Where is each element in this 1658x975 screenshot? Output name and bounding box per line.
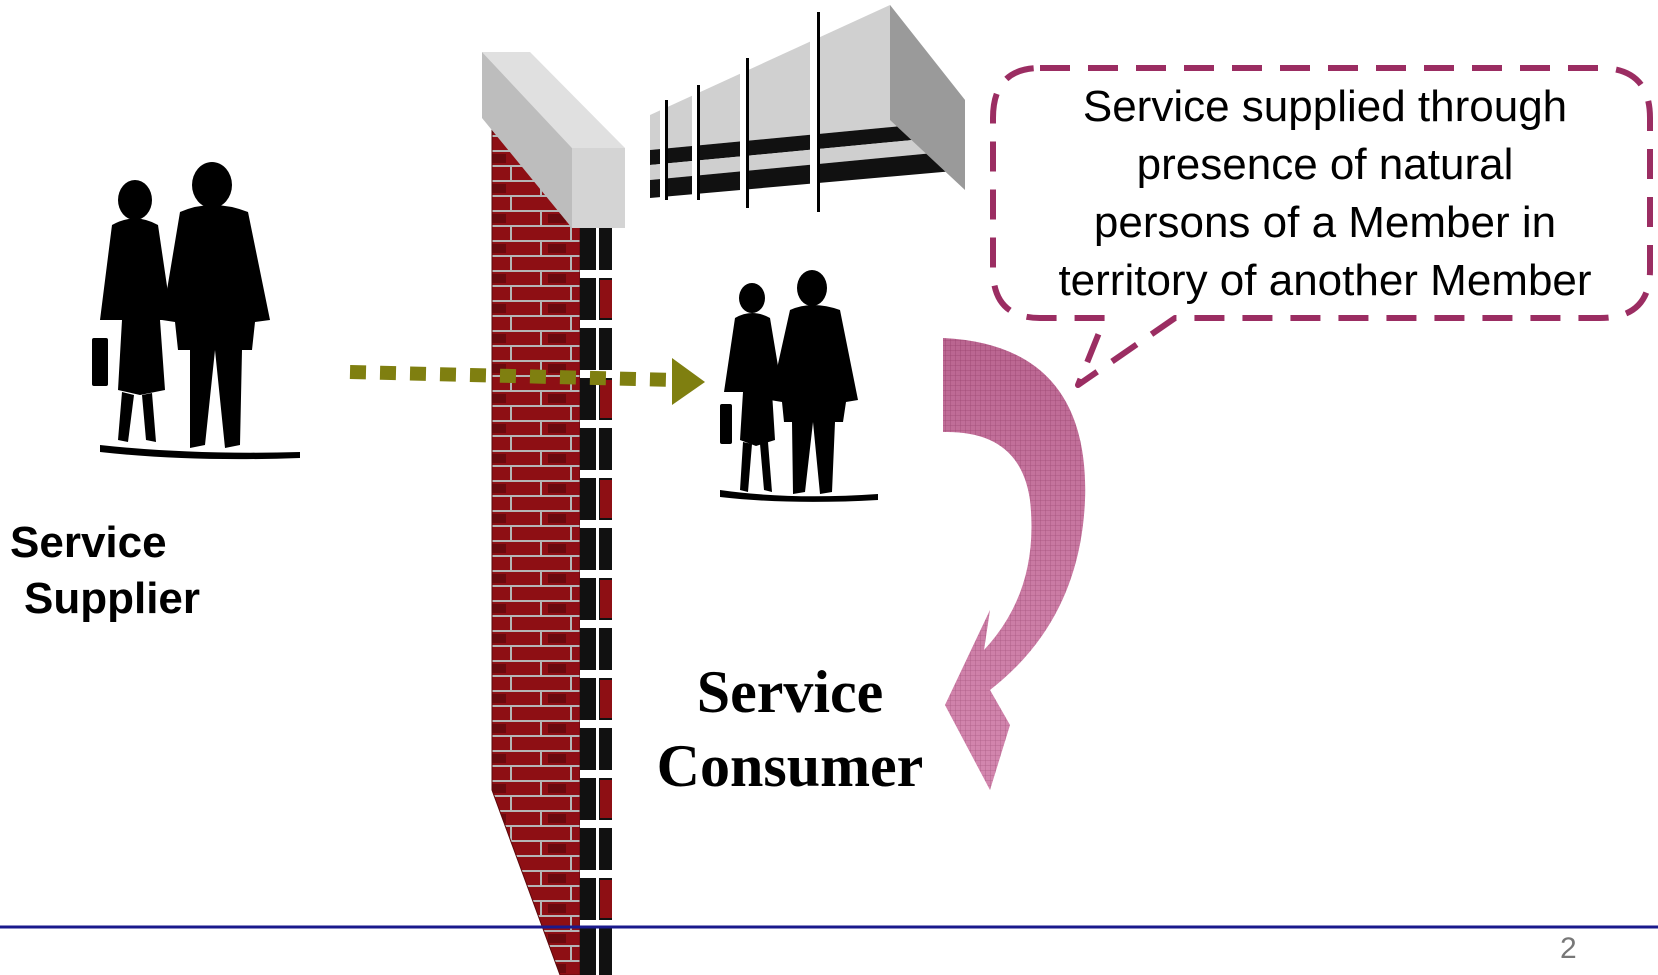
supplier-people-icon xyxy=(92,162,300,460)
brick-wall-icon xyxy=(482,52,625,975)
service-consumer-label: Service Consumer xyxy=(625,655,955,803)
callout-line: territory of another Member xyxy=(1058,256,1592,305)
callout-line: presence of natural xyxy=(1136,140,1514,189)
office-building-icon xyxy=(650,5,965,212)
supplier-label-line1: Service xyxy=(10,518,167,567)
speech-callout xyxy=(990,65,1653,388)
supplier-label-line2: Supplier xyxy=(24,574,201,623)
curved-arrow-icon xyxy=(943,338,1086,790)
supplier-abroad-people-icon xyxy=(720,270,878,502)
callout-line: persons of a Member in xyxy=(1093,198,1557,247)
service-supplier-label: Service Supplier xyxy=(10,515,200,627)
callout-text: Service supplied through presence of nat… xyxy=(1015,78,1635,310)
callout-line: Service supplied through xyxy=(1082,82,1568,131)
consumer-label-line1: Service xyxy=(696,659,884,725)
page-number: 2 xyxy=(1560,932,1577,965)
movement-dotted-arrow xyxy=(349,358,705,405)
consumer-label-line2: Consumer xyxy=(656,733,924,799)
